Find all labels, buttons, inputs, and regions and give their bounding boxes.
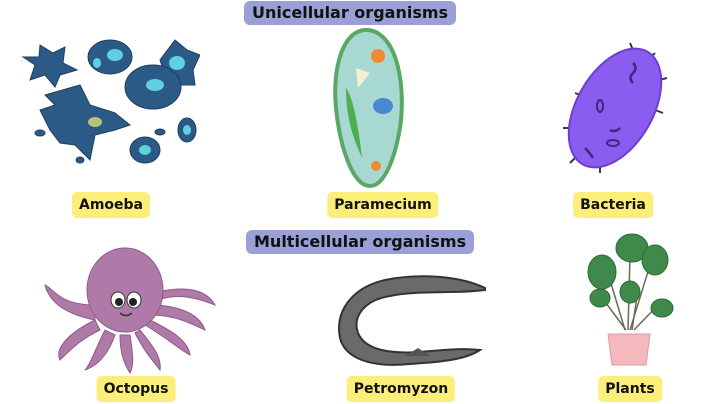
label-bacteria: Bacteria xyxy=(573,192,653,218)
label-amoeba: Amoeba xyxy=(71,192,151,218)
octopus-illustration xyxy=(44,247,217,375)
amoeba-illustration xyxy=(21,39,200,164)
paramecium-illustration xyxy=(333,28,404,188)
bacteria-illustration xyxy=(563,42,668,173)
petromyzon-illustration xyxy=(338,275,486,366)
unicellular-header: Unicellular organisms xyxy=(244,1,457,25)
label-plants: Plants xyxy=(598,376,662,402)
label-petromyzon: Petromyzon xyxy=(346,376,456,402)
plants-illustration xyxy=(587,233,674,366)
label-paramecium: Paramecium xyxy=(327,192,439,218)
label-octopus: Octopus xyxy=(96,376,176,402)
multicellular-header: Multicellular organisms xyxy=(246,230,475,254)
